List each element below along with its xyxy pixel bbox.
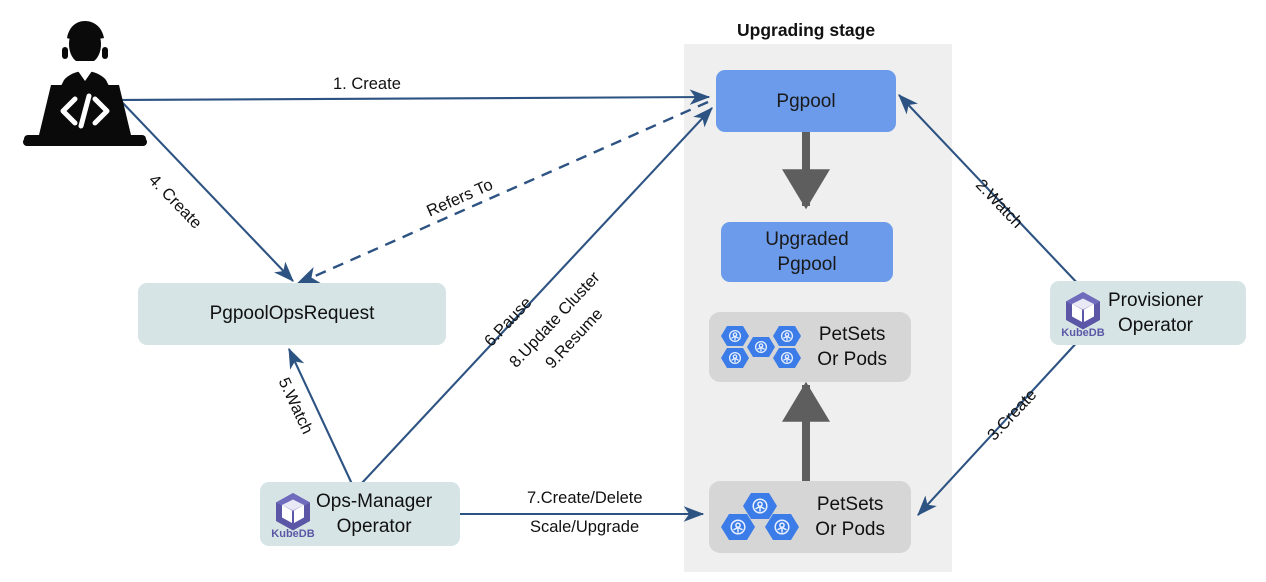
edge-1-create-line (119, 89, 711, 105)
svg-text:KubeDB: KubeDB (271, 528, 314, 538)
node-ops-manager-operator-label-line2: Operator (336, 516, 412, 537)
developer-workstation-icon (23, 21, 147, 146)
node-pgpool-label: Pgpool (776, 90, 836, 112)
petsets-top-hexagons (719, 324, 805, 370)
edge-label-7-scale-upgrade: Scale/Upgrade (530, 518, 640, 536)
edge-5-watch-line (288, 347, 353, 485)
kubedb-logo-provisioner: KubeDB (1061, 292, 1105, 337)
node-ops-manager-operator-label: Ops-Manager Operator (316, 489, 432, 539)
node-petsets-bottom-label-line1: PetSets (816, 494, 884, 515)
edge-refers-to-line (295, 100, 709, 286)
node-pgpool[interactable]: Pgpool (716, 70, 896, 132)
edge-3-create-line (917, 337, 1082, 516)
node-upgraded-pgpool-label-line1: Upgraded (765, 229, 849, 250)
edge-pause-update-resume-line (360, 107, 713, 485)
node-pgpool-ops-request-label: PgpoolOpsRequest (209, 303, 375, 324)
kubedb-logo-ops-manager: KubeDB (271, 493, 315, 538)
node-petsets-top[interactable]: PetSets Or Pods (709, 312, 911, 382)
edge-4-create-line (119, 99, 294, 282)
node-provisioner-operator-label-line2: Operator (1118, 315, 1194, 336)
edge-label-1-create: 1. Create (333, 75, 401, 93)
node-upgraded-pgpool-label-line2: Pgpool (777, 254, 837, 275)
svg-text:KubeDB: KubeDB (1061, 327, 1104, 337)
edge-2-watch-line (898, 94, 1082, 288)
node-provisioner-operator-label: Provisioner Operator (1108, 288, 1203, 338)
node-ops-manager-operator-label-line1: Ops-Manager (316, 491, 433, 512)
petsets-bottom-hexagons (721, 492, 803, 544)
node-petsets-top-label: PetSets Or Pods (817, 322, 887, 372)
node-provisioner-operator-label-line1: Provisioner (1108, 290, 1204, 311)
node-provisioner-operator[interactable]: KubeDB Provisioner Operator (1050, 281, 1246, 345)
node-petsets-bottom-label: PetSets Or Pods (815, 492, 885, 542)
node-pgpool-ops-request[interactable]: PgpoolOpsRequest (138, 283, 446, 345)
node-petsets-bottom[interactable]: PetSets Or Pods (709, 481, 911, 553)
node-upgraded-pgpool[interactable]: Upgraded Pgpool (721, 222, 893, 282)
node-petsets-top-label-line1: PetSets (818, 324, 886, 345)
upgrading-stage-title: Upgrading stage (737, 20, 876, 40)
node-petsets-top-label-line2: Or Pods (817, 349, 887, 370)
node-ops-manager-operator[interactable]: KubeDB Ops-Manager Operator (260, 482, 460, 546)
edge-label-7-create-delete: 7.Create/Delete (527, 489, 643, 507)
node-petsets-bottom-label-line2: Or Pods (815, 519, 885, 540)
